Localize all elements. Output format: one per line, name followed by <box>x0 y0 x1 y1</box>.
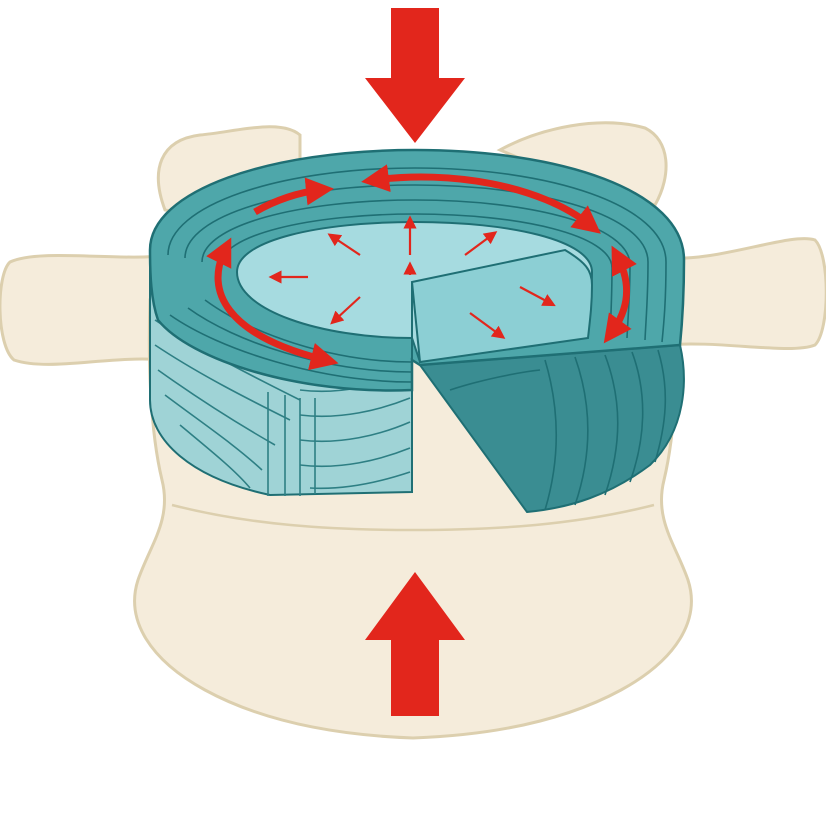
left-transverse-process <box>0 253 172 366</box>
top-compression-arrow <box>365 8 465 143</box>
nucleus-pressure-arrows <box>268 215 556 339</box>
tension-arrow-top <box>361 164 601 234</box>
annulus-cut-section <box>418 343 685 514</box>
right-transverse-process <box>663 237 826 350</box>
vertebral-endplate-line <box>171 503 655 532</box>
nucleus-cut-face <box>410 248 594 364</box>
annulus-tension-arrows <box>206 164 637 371</box>
tension-arrow-left <box>206 237 339 371</box>
right-articular-process <box>496 121 668 207</box>
pressure-arrow <box>469 312 506 339</box>
cut-lamellae <box>449 349 667 511</box>
compression-arrows <box>365 8 465 716</box>
side-lamellae <box>154 319 411 496</box>
pressure-arrow <box>464 231 498 256</box>
tension-arrow-right <box>603 245 637 344</box>
tension-arrow-upper-left <box>253 177 334 216</box>
pressure-arrow <box>519 286 556 307</box>
pressure-arrow <box>330 296 361 325</box>
bottom-compression-arrow <box>365 572 465 716</box>
